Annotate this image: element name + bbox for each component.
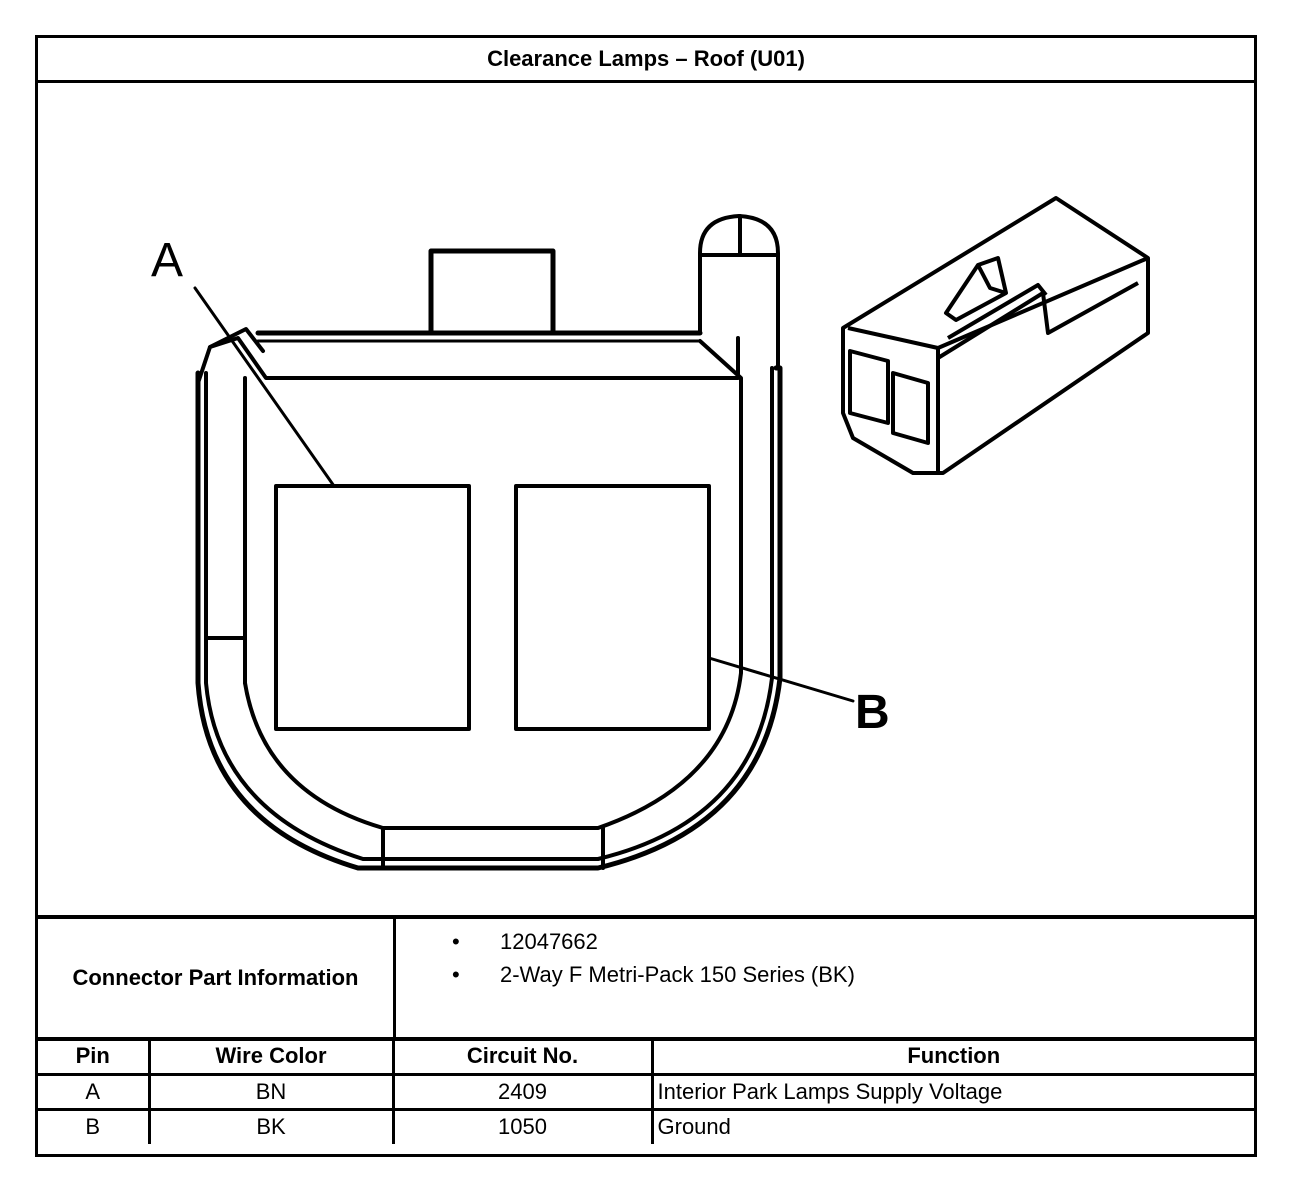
header-pin: Pin [38, 1039, 151, 1076]
pin-label-b: B [855, 686, 890, 739]
connector-bottom-tab [381, 826, 605, 870]
cell-pin: B [38, 1107, 151, 1144]
leader-line-a [193, 286, 336, 488]
connector-drawing: A B [38, 83, 1254, 915]
table-row: A BN 2409 Interior Park Lamps Supply Vol… [38, 1072, 1254, 1111]
connector-part-info-row: Connector Part Information • 12047662 • … [38, 915, 1254, 1041]
cavity-b [514, 484, 711, 731]
connector-body-inner [204, 366, 774, 861]
connector-sheet: Clearance Lamps – Roof (U01) [35, 35, 1257, 1157]
page-title: Clearance Lamps – Roof (U01) [38, 38, 1254, 83]
cell-wire-color: BK [147, 1107, 395, 1144]
connector-type: 2-Way F Metri-Pack 150 Series (BK) [500, 962, 855, 987]
cell-circuit-no: 2409 [391, 1072, 654, 1111]
part-number: 12047662 [500, 929, 598, 954]
cell-pin: A [38, 1072, 151, 1111]
table-row: B BK 1050 Ground [38, 1107, 1254, 1144]
connector-part-info-label: Connector Part Information [38, 919, 396, 1037]
pin-table: Pin Wire Color Circuit No. Function A BN… [38, 1039, 1254, 1144]
leader-line-b [707, 656, 855, 703]
connector-body-outline [195, 365, 783, 871]
cavity-a [274, 484, 471, 731]
connector-iso-view [841, 196, 1150, 475]
cell-function: Interior Park Lamps Supply Voltage [650, 1072, 1254, 1111]
connector-type-item: • 2-Way F Metri-Pack 150 Series (BK) [396, 958, 1236, 991]
connector-latch-tab [428, 248, 556, 336]
cell-function: Ground [650, 1107, 1254, 1144]
cell-circuit-no: 1050 [391, 1107, 654, 1144]
header-wire-color: Wire Color [147, 1039, 395, 1076]
connector-part-info-list: • 12047662 • 2-Way F Metri-Pack 150 Seri… [396, 925, 1236, 991]
part-number-item: • 12047662 [396, 925, 1236, 958]
connector-top-edge [208, 327, 265, 353]
bullet-icon: • [452, 962, 460, 987]
header-circuit-no: Circuit No. [391, 1039, 654, 1076]
header-function: Function [650, 1039, 1254, 1076]
cell-wire-color: BN [147, 1072, 395, 1111]
connector-top-bevel [196, 336, 740, 385]
bullet-icon: • [452, 929, 460, 954]
connector-face-diagram: A B [151, 196, 1150, 871]
pin-table-header-row: Pin Wire Color Circuit No. Function [38, 1039, 1254, 1076]
pin-label-a: A [151, 234, 183, 287]
